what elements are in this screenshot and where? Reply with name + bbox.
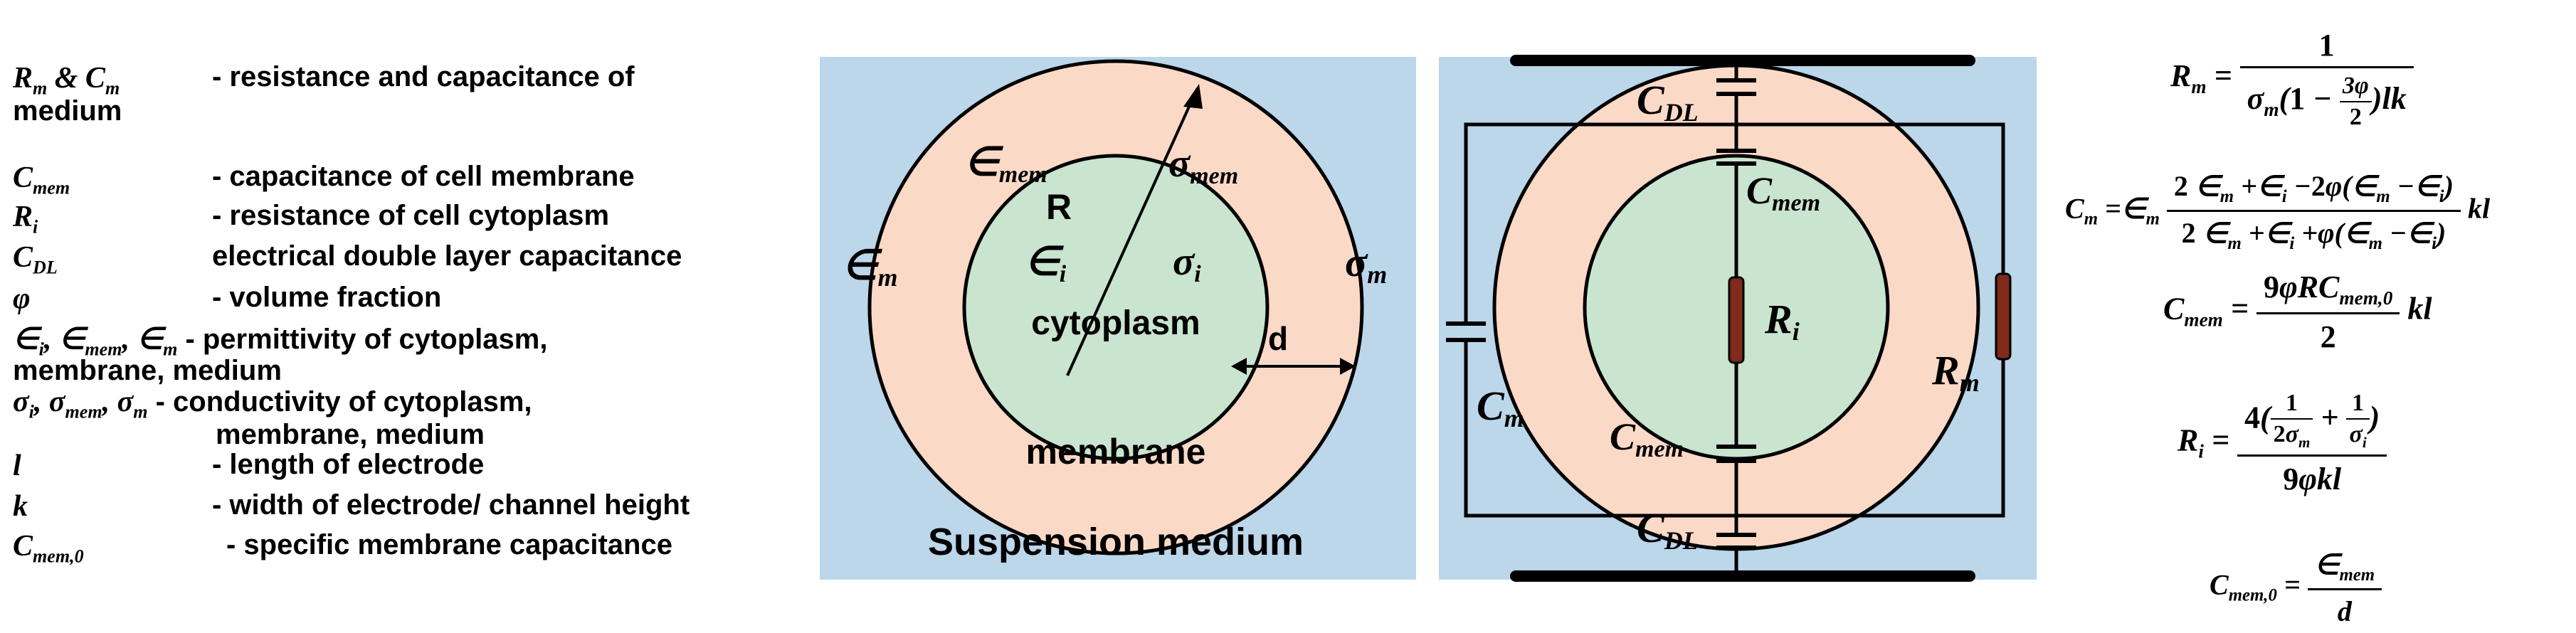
legend-row: l - length of electrode [13,449,796,484]
eps-mem-label: ∈mem [964,140,1047,188]
cytoplasm-circle [962,154,1269,461]
cm-label: Cm [1477,383,1524,432]
thickness-label: d [1268,320,1288,357]
legend-description: - specific membrane capacitance [226,529,672,560]
legend-description: - permittivity of cytoplasm, [177,324,548,355]
legend-row: ∈i, ∈mem, ∈m - permittivity of cytoplasm… [13,321,547,360]
capacitor-plates [1446,78,1756,550]
membrane-label: membrane [1026,432,1206,472]
legend-symbol: Cmem,0 [13,530,84,567]
resistor-rm [1995,272,2012,361]
sigma-mem-label: σmem [1168,142,1238,189]
legend-description: - conductivity of cytoplasm, [147,386,532,417]
legend-description: - length of electrode [212,449,485,480]
eps-i-label: ∈i [1025,240,1067,287]
legend-continuation: membrane, medium [13,355,282,386]
legend-description: - resistance and capacitance of [212,61,635,92]
legend-row: CDL electrical double layer capacitance [13,240,796,278]
sigma-i-label: σi [1173,240,1201,287]
legend-continuation: medium [13,95,122,127]
legend-row: k - width of electrode/ channel height [13,489,796,525]
rm-label: Rm [1931,347,1980,397]
cmem-bottom-label: Cmem [1610,415,1684,462]
legend-symbol: σi, σmem, σm [13,385,148,422]
legend-description: - capacitance of cell membrane [212,161,635,192]
legend-row: σi, σmem, σm - conductivity of cytoplasm… [13,385,532,422]
radius-label: R [1046,187,1072,227]
legend-symbol: l [13,450,21,482]
suspension-medium-label: Suspension medium [928,521,1304,563]
ri-label: Ri [1764,296,1800,346]
legend-row: Ri - resistance of cell cytoplasm [13,200,796,238]
legend-row: Cmem,0 - specific membrane capacitance [13,529,796,567]
legend-description: - width of electrode/ channel height [212,489,690,521]
legend-row: φ - volume fraction [13,282,796,317]
cdl-top-label: CDL [1637,77,1699,127]
radius-arrowhead [1183,84,1203,109]
resistor-ri [1728,276,1745,364]
legend-symbol: ∈i, ∈mem, ∈m [13,323,178,360]
legend-description: electrical double layer capacitance [212,240,682,272]
cdl-bottom-label: CDL [1637,505,1699,555]
sigma-m-label: σm [1345,239,1387,289]
equation-cm: Cm =∈m 2 ∈m +∈i −2φ(∈m −∈i)2 ∈m +∈i +φ(∈… [2065,170,2491,253]
legend-symbol: Rm & Cm [13,62,120,99]
legend-symbol: k [13,490,28,523]
thickness-arrowhead-left [1231,358,1247,375]
legend-symbol: Cmem [13,161,70,198]
cytoplasm-label: cytoplasm [1031,304,1200,342]
cmem-top-label: Cmem [1746,169,1820,216]
legend-symbol: Ri [13,201,38,238]
legend-description: - resistance of cell cytoplasm [212,200,610,231]
legend-row: Rm & Cm - resistance and capacitance of [13,61,796,99]
radius-arrow [1066,92,1197,376]
thickness-arrowhead-right [1340,358,1356,375]
circuit-wires [1464,60,2005,576]
legend-symbol: CDL [13,241,58,278]
eps-medium-label: ∈m [842,242,898,292]
legend-row: Cmem - capacitance of cell membrane [13,161,796,198]
legend-symbol: φ [13,282,31,315]
legend-continuation: membrane, medium [216,419,485,450]
legend-description: - volume fraction [212,282,442,313]
